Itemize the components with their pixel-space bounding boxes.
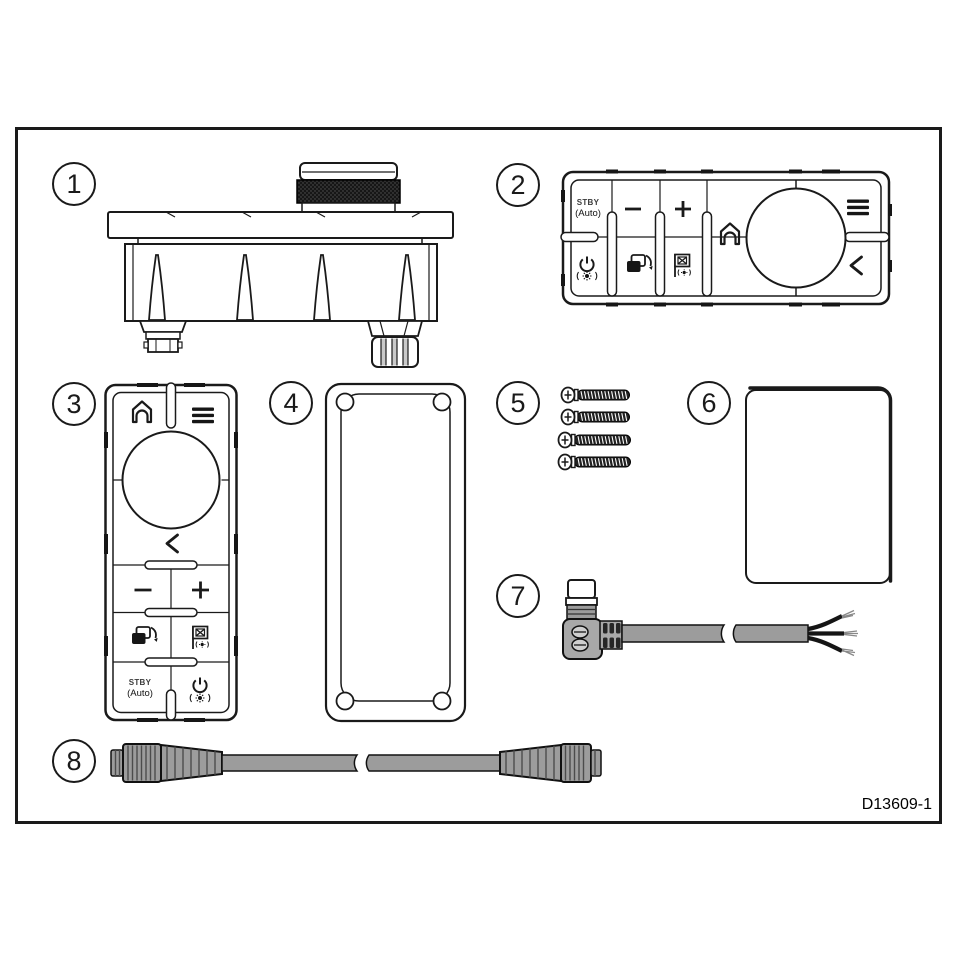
- rotary-knob: [745, 180, 847, 296]
- item-2-badge: 2: [496, 163, 540, 207]
- back-chevron-icon: [165, 533, 179, 554]
- auto-label: (Auto): [575, 208, 601, 219]
- item-6-number: 6: [701, 387, 717, 418]
- right-angle-connector: [562, 579, 623, 660]
- right-angle-power-cable: [558, 572, 870, 664]
- mount-slots: [560, 211, 890, 297]
- rear-case: [124, 243, 438, 322]
- mounting-flange: [107, 211, 454, 245]
- control-head-front-portrait: STBY (Auto): [103, 382, 241, 724]
- item-1-badge: 1: [52, 162, 96, 206]
- edge-tabs: [104, 383, 238, 722]
- item-7-badge: 7: [496, 574, 540, 618]
- plus-icon: [675, 201, 691, 217]
- item-6-badge: 6: [687, 381, 731, 425]
- edge-tabs: [561, 169, 892, 307]
- control-head-front-landscape: STBY (Auto): [560, 168, 896, 308]
- pilot-disengage-flag-icon: [674, 253, 691, 277]
- screw: [557, 453, 631, 471]
- screw: [560, 386, 630, 404]
- screw: [557, 431, 631, 449]
- item-8-number: 8: [66, 745, 82, 776]
- display-switch-icon: [627, 254, 653, 272]
- stby-label: STBY: [128, 678, 152, 687]
- screws-illustration: [557, 386, 631, 471]
- item-4-badge: 4: [269, 381, 313, 425]
- network-backbone-cable: [103, 738, 605, 788]
- mounting-gasket: [322, 380, 472, 725]
- drawing-number: D13609-1: [861, 796, 932, 813]
- pilot-disengage-flag-icon: [192, 625, 209, 649]
- item-4-number: 4: [283, 387, 299, 418]
- item-5-number: 5: [510, 387, 526, 418]
- stby-label: STBY: [576, 198, 600, 207]
- home-icon: [719, 222, 741, 246]
- rear-view-illustration: [107, 162, 454, 368]
- item-3-number: 3: [66, 388, 82, 419]
- item-2-number: 2: [510, 169, 526, 200]
- power-cable-illustration: [562, 579, 858, 660]
- cable-jacket: [221, 754, 501, 772]
- display-switch-icon: [132, 626, 158, 644]
- documentation-sheet: [738, 383, 896, 589]
- plus-icon: [192, 581, 209, 599]
- power-brightness-icon: [576, 256, 598, 281]
- item-7-number: 7: [510, 580, 526, 611]
- landscape-face-illustration: [560, 169, 892, 307]
- power-brightness-icon: [189, 677, 211, 703]
- stripped-wires: [807, 609, 858, 657]
- rotary-knob: [121, 430, 221, 530]
- item-3-badge: 3: [52, 382, 96, 426]
- power-connector-gland: [366, 320, 424, 368]
- item-1-number: 1: [66, 168, 82, 199]
- home-icon: [131, 400, 153, 424]
- network-cable-illustration: [110, 743, 602, 783]
- fixing-screws: [556, 384, 656, 472]
- menu-icon: [192, 407, 214, 424]
- gasket-illustration: [324, 382, 467, 723]
- menu-icon: [847, 199, 869, 216]
- screw: [560, 408, 630, 426]
- network-connector-socket: [138, 320, 188, 353]
- left-connector: [110, 743, 223, 783]
- document-illustration: [745, 386, 893, 584]
- item-5-badge: 5: [496, 381, 540, 425]
- back-chevron-icon: [849, 255, 863, 276]
- cable-jacket: [621, 624, 809, 643]
- portrait-face-illustration: [104, 382, 238, 722]
- item-8-badge: 8: [52, 739, 96, 783]
- auto-label: (Auto): [127, 688, 153, 699]
- right-connector: [499, 743, 602, 783]
- control-head-rear-side-view: [100, 160, 460, 372]
- rotary-knob-rear: [296, 162, 401, 213]
